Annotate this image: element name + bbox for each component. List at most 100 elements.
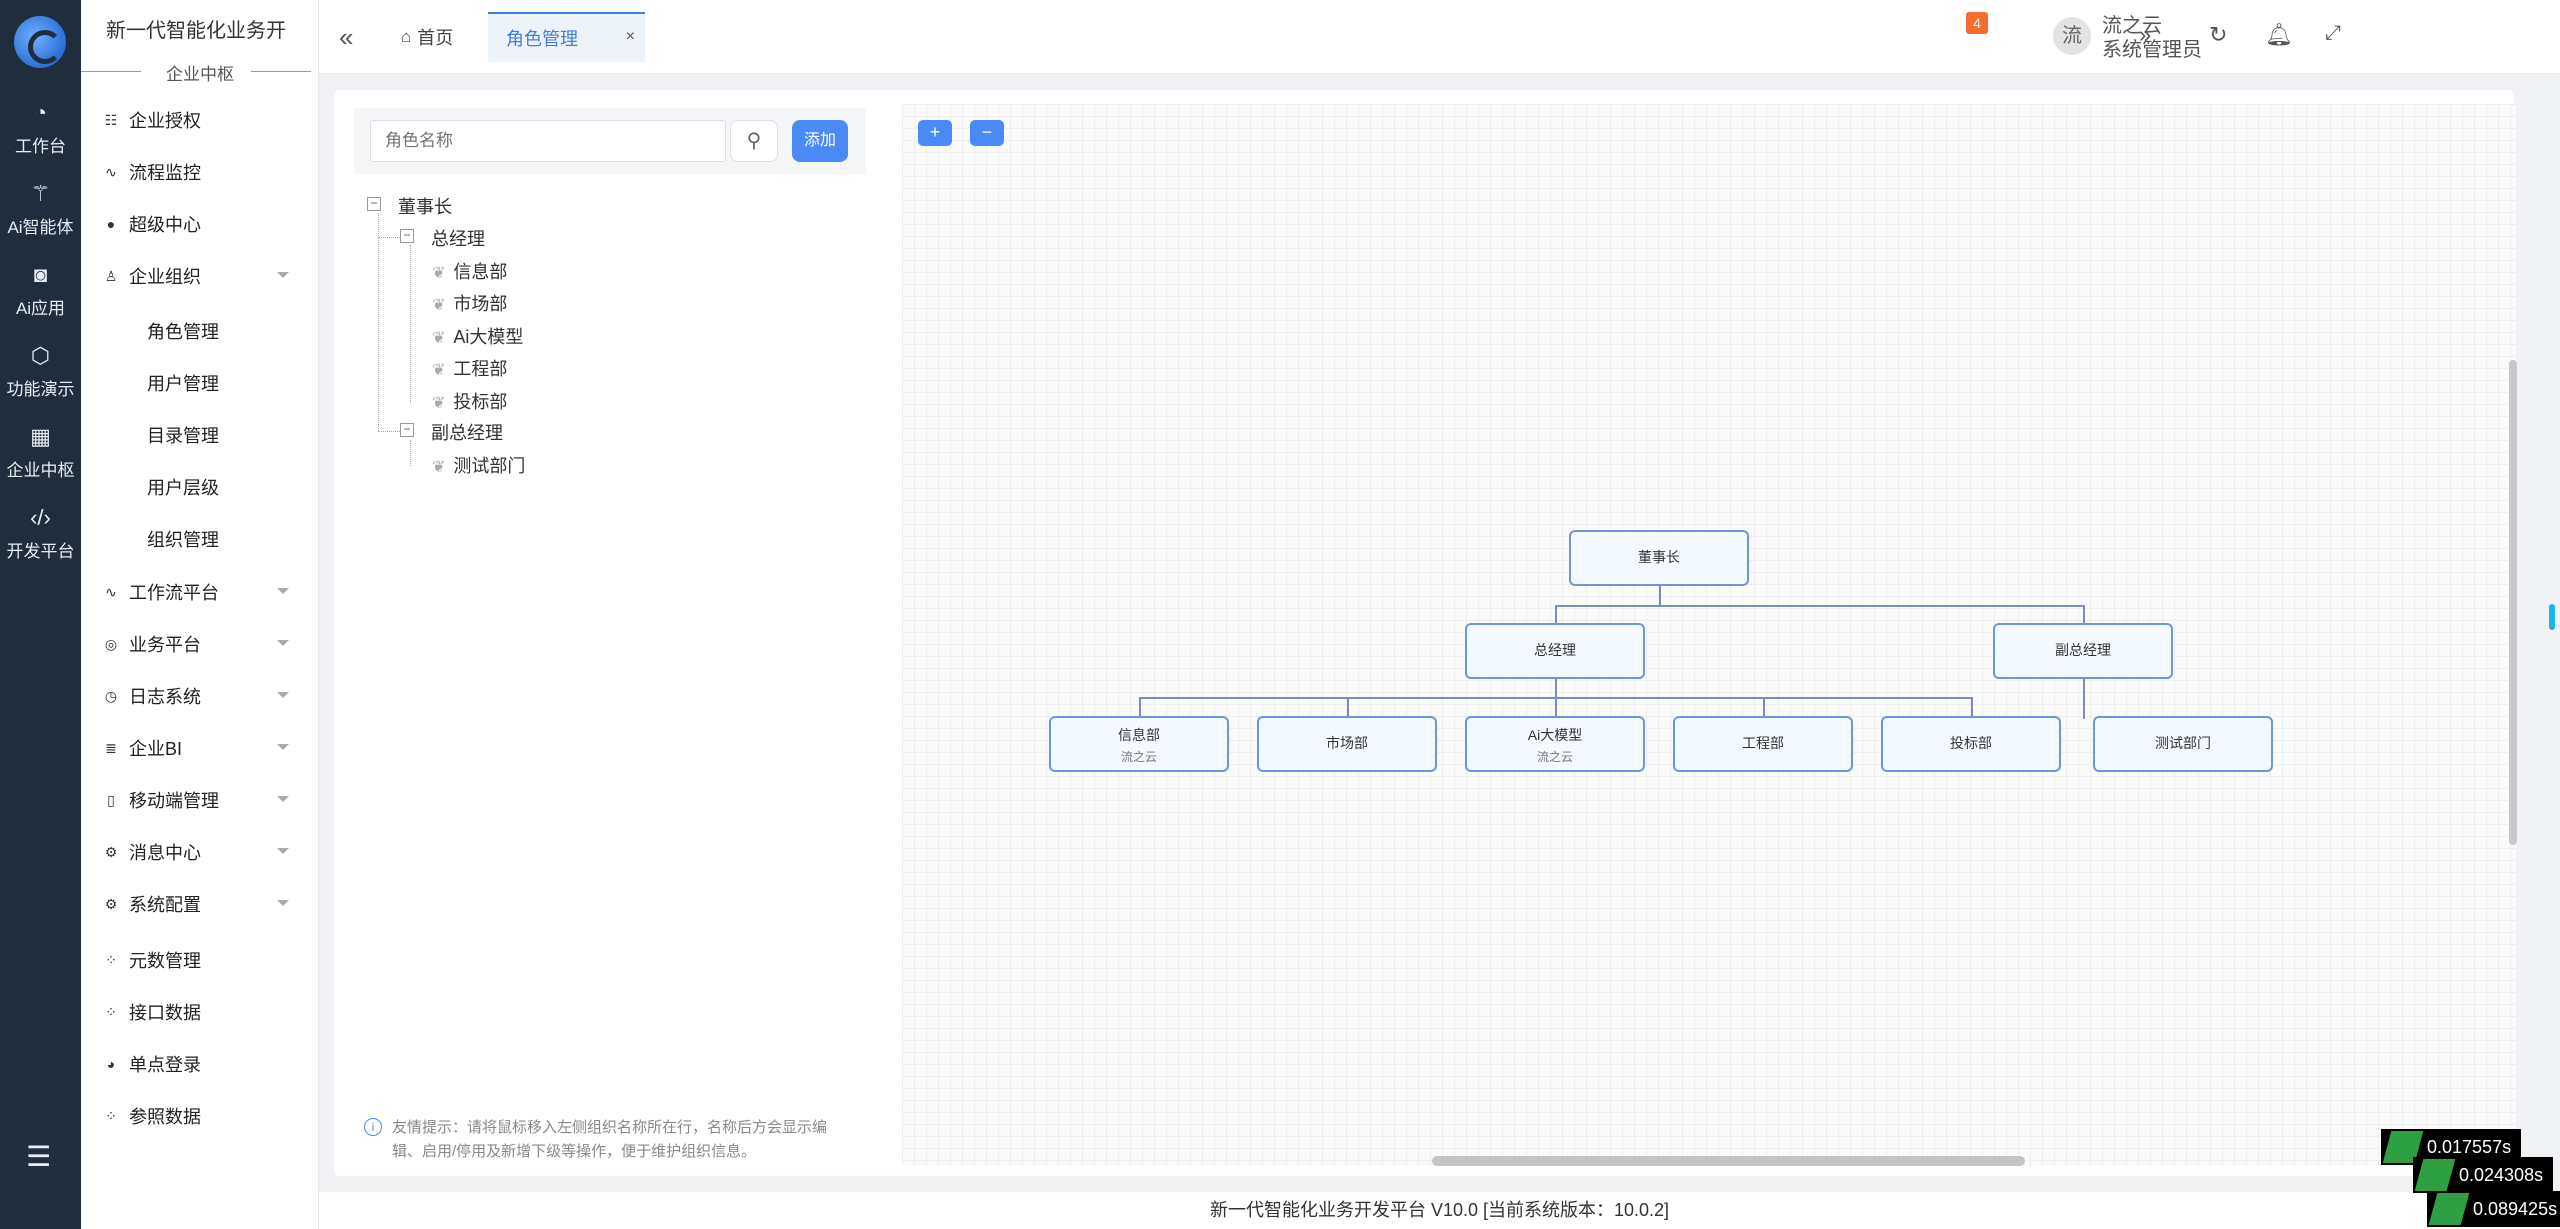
menu-item-message-center[interactable]: ⚙ 消息中心 [81, 832, 319, 872]
search-button[interactable]: ⚲ [730, 120, 778, 162]
menu-item-business-platform[interactable]: ◎ 业务平台 [81, 624, 319, 664]
leaf-icon: ❦ [432, 297, 446, 314]
org-node-ai-model[interactable]: Ai大模型流之云 [1465, 716, 1645, 772]
menu-item-enterprise-org[interactable]: ♙ 企业组织 [81, 256, 319, 296]
add-button[interactable]: 添加 [792, 120, 848, 162]
submenu-directory-management[interactable]: 目录管理 [147, 426, 219, 446]
timer-icon [2428, 1193, 2470, 1225]
clock-icon: ◷ [104, 687, 118, 704]
menu-collapse-icon[interactable]: ☰ [26, 1141, 52, 1172]
tree-node-info[interactable]: ❦信息部 [432, 262, 508, 282]
org-node-market[interactable]: 市场部 [1257, 716, 1437, 772]
tree-node-test[interactable]: ❦测试部门 [432, 456, 526, 476]
notification-badge: 4 [1966, 12, 1988, 34]
chevron-down-icon [277, 796, 289, 802]
bell-icon[interactable]: 🔔︎ [2265, 22, 2293, 47]
menu-item-sso[interactable]: ◕ 单点登录 [81, 1044, 319, 1084]
avatar[interactable]: 流 [2053, 17, 2091, 55]
zoom-out-button[interactable]: − [970, 120, 1004, 146]
tree-node-root[interactable]: 董事长 [398, 197, 452, 217]
tree-node-market[interactable]: ❦市场部 [432, 294, 508, 314]
menu-item-mobile-management[interactable]: ▯ 移动端管理 [81, 780, 319, 820]
horizontal-scrollbar[interactable] [1432, 1156, 2025, 1166]
leaf-icon: ❦ [432, 395, 446, 412]
menu-item-metadata[interactable]: ⁘ 元数管理 [81, 940, 319, 980]
role-name-input[interactable] [370, 120, 726, 162]
cube-icon: ⬡ [30, 343, 51, 368]
tree-toggle-gm[interactable]: − [400, 229, 414, 243]
connector [1555, 605, 2085, 607]
tree-toggle-dgm[interactable]: − [400, 423, 414, 437]
menu-item-log-system[interactable]: ◷ 日志系统 [81, 676, 319, 716]
tab-home[interactable]: ⌂ 首页 [401, 27, 454, 48]
chevron-down-icon [277, 848, 289, 854]
gear-icon: ⚙ [104, 895, 118, 912]
org-node-test[interactable]: 测试部门 [2093, 716, 2273, 772]
grid-icon: ▦ [30, 424, 51, 449]
rail-item-dev-platform[interactable]: ‹/› 开发平台 [0, 497, 81, 567]
user-name: 流之云 [2102, 15, 2162, 37]
zoom-in-button[interactable]: + [918, 120, 952, 146]
connector [1659, 583, 1661, 607]
vertical-scrollbar[interactable] [2509, 360, 2517, 845]
menu-item-workflow[interactable]: ∿ 工作流平台 [81, 572, 319, 612]
double-chevron-left-icon[interactable]: « [339, 22, 354, 52]
side-drawer-handle[interactable] [2549, 604, 2555, 630]
tree-toggle-root[interactable]: − [367, 197, 381, 211]
target-icon: ◎ [104, 635, 118, 652]
menu-item-enterprise-auth[interactable]: ☷ 企业授权 [81, 100, 319, 140]
leaf-icon: ❦ [432, 362, 446, 379]
rail-item-demo[interactable]: ⬡ 功能演示 [0, 335, 81, 405]
org-node-dgm[interactable]: 副总经理 [1993, 623, 2173, 679]
org-chart-canvas[interactable]: + − 董事长 总经理 副总经理 信息部流之云 市场部 Ai大模型流之云 工程部… [902, 104, 2516, 1166]
connector [2083, 605, 2085, 626]
menu-item-process-monitor[interactable]: ∿ 流程监控 [81, 152, 319, 192]
fullscreen-icon[interactable]: ⤢ [2325, 22, 2341, 44]
connector [1971, 697, 1973, 719]
rail-item-dashboard[interactable]: ◔ 工作台 [0, 92, 81, 162]
rail-item-ai-agent[interactable]: ⚚ Ai智能体 [0, 173, 81, 243]
rail-item-ai-app[interactable]: ◙ Ai应用 [0, 254, 81, 324]
ai-agent-icon: ⚚ [30, 181, 51, 206]
submenu-user-level[interactable]: 用户层级 [147, 478, 219, 498]
sliders-icon: ☷ [104, 111, 118, 128]
connector [1763, 697, 1765, 719]
menu-item-api-data[interactable]: ⁘ 接口数据 [81, 992, 319, 1032]
tree-node-ai-model[interactable]: ❦Ai大模型 [432, 327, 524, 347]
org-node-bidding[interactable]: 投标部 [1881, 716, 2061, 772]
submenu-user-management[interactable]: 用户管理 [147, 374, 219, 394]
tab-role-management[interactable]: 角色管理 × [488, 12, 645, 62]
menu-item-reference-data[interactable]: ⁘ 参照数据 [81, 1096, 319, 1136]
tree-node-gm[interactable]: 总经理 [431, 229, 485, 249]
org-node-info[interactable]: 信息部流之云 [1049, 716, 1229, 772]
menu-item-enterprise-bi[interactable]: ≣ 企业BI [81, 728, 319, 768]
submenu-org-management[interactable]: 组织管理 [147, 530, 219, 550]
double-chevron-right-icon[interactable]: » [2139, 22, 2152, 47]
tree-node-dgm[interactable]: 副总经理 [431, 423, 503, 443]
menu-item-system-config[interactable]: ⚙ 系统配置 [81, 884, 319, 924]
org-node-root[interactable]: 董事长 [1569, 530, 1749, 586]
timer-badge: 0.089425s [2427, 1191, 2560, 1227]
user-info[interactable]: 流之云 系统管理员 [2102, 14, 2202, 62]
refresh-icon[interactable]: ↻ [2209, 22, 2228, 47]
code-icon: ‹/› [30, 505, 51, 530]
pulse-icon: ∿ [105, 583, 117, 600]
chevron-down-icon [277, 900, 289, 906]
spinner-icon: ⁘ [105, 951, 117, 968]
tree-node-bidding[interactable]: ❦投标部 [432, 392, 508, 412]
org-node-gm[interactable]: 总经理 [1465, 623, 1645, 679]
connector [1555, 697, 1557, 719]
section-title: 企业中枢 [81, 60, 319, 84]
spinner-icon: ⁘ [105, 1107, 117, 1124]
flame-icon: ● [106, 216, 116, 232]
submenu-role-management[interactable]: 角色管理 [147, 322, 219, 342]
menu-item-super-center[interactable]: ● 超级中心 [81, 204, 319, 244]
chevron-down-icon [277, 692, 289, 698]
home-icon: ⌂ [401, 27, 412, 46]
tree-node-engineering[interactable]: ❦工程部 [432, 359, 508, 379]
rail-item-enterprise-hub[interactable]: ▦ 企业中枢 [0, 416, 81, 486]
chevron-down-icon [277, 640, 289, 646]
top-bar: « ⌂ 首页 角色管理 × » ↻ 🔔︎ [319, 0, 2560, 74]
org-node-engineering[interactable]: 工程部 [1673, 716, 1853, 772]
close-icon[interactable]: × [625, 28, 635, 45]
